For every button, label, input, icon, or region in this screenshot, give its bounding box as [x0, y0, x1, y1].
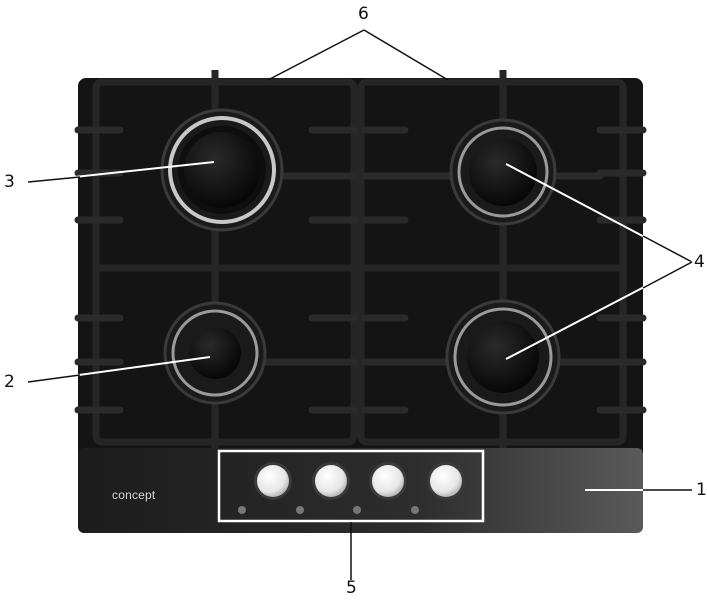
burner-medium-top-right — [451, 120, 555, 224]
brand-logo-text: concept — [112, 488, 155, 502]
callout-5: 5 — [346, 580, 357, 597]
callout-3: 3 — [4, 174, 15, 191]
leader-6a — [268, 30, 364, 80]
leader-3-ext — [28, 177, 80, 182]
burner-large — [162, 110, 282, 230]
callout-6: 6 — [358, 6, 369, 23]
burner-small — [165, 303, 265, 403]
leader-4a-ext — [643, 236, 692, 262]
leader-6b — [364, 30, 448, 80]
callout-1: 1 — [696, 482, 707, 499]
burner-medium-bottom-right — [447, 301, 559, 413]
leader-2-ext — [28, 375, 80, 382]
callout-4: 4 — [694, 254, 705, 271]
callout-2: 2 — [4, 374, 15, 391]
leader-4b-ext — [643, 262, 692, 288]
